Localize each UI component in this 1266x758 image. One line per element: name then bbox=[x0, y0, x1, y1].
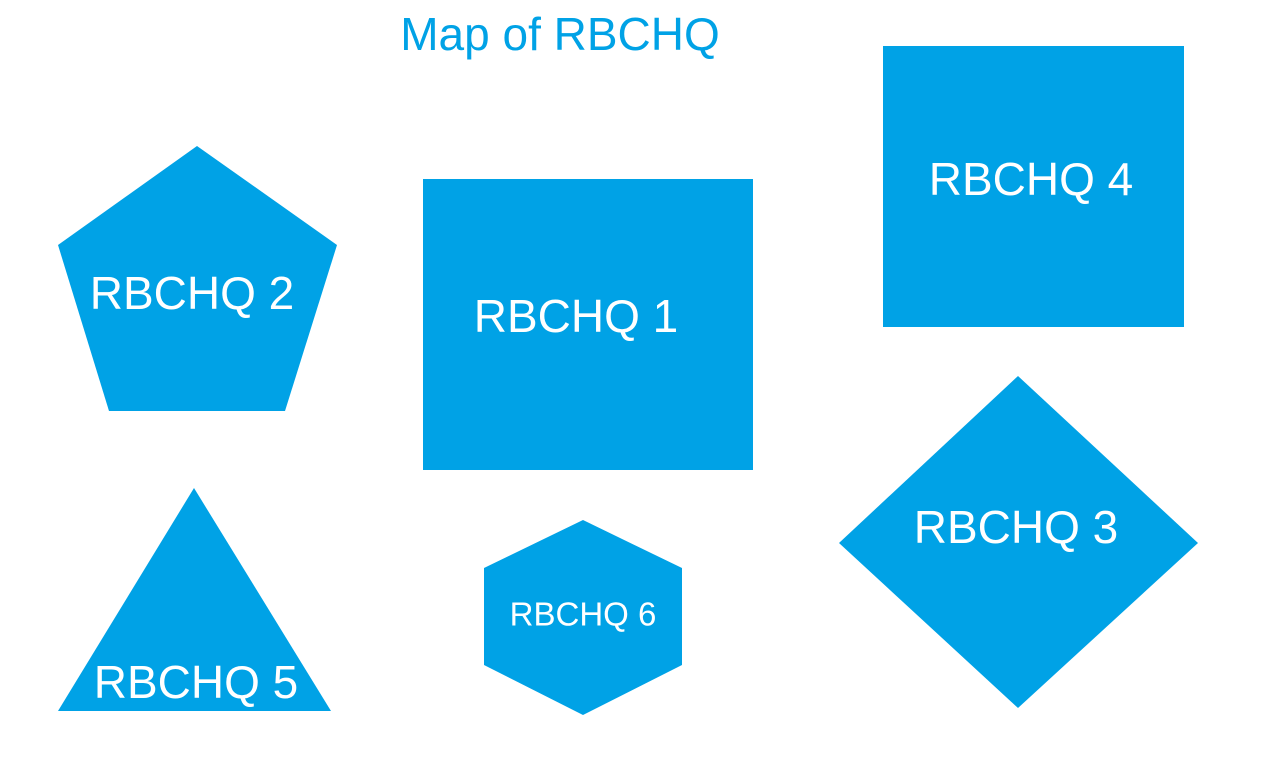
rbchq-3-label: RBCHQ 3 bbox=[913, 501, 1119, 553]
map-title: Map of RBCHQ bbox=[400, 8, 720, 60]
rbchq-1-label: RBCHQ 1 bbox=[473, 290, 679, 342]
rbchq-5-triangle[interactable] bbox=[58, 488, 331, 711]
rbchq-6-hexagon[interactable] bbox=[484, 520, 682, 715]
rbchq-6-label: RBCHQ 6 bbox=[509, 595, 657, 633]
rbchq-4-square[interactable] bbox=[883, 46, 1184, 327]
rbchq-2-pentagon[interactable] bbox=[58, 146, 337, 411]
rbchq-2-label: RBCHQ 2 bbox=[89, 267, 295, 319]
rbchq-5-label: RBCHQ 5 bbox=[93, 656, 299, 708]
rbchq-1-rectangle[interactable] bbox=[423, 179, 753, 470]
rbchq-3-diamond[interactable] bbox=[839, 376, 1198, 708]
rbchq-4-label: RBCHQ 4 bbox=[928, 153, 1134, 205]
